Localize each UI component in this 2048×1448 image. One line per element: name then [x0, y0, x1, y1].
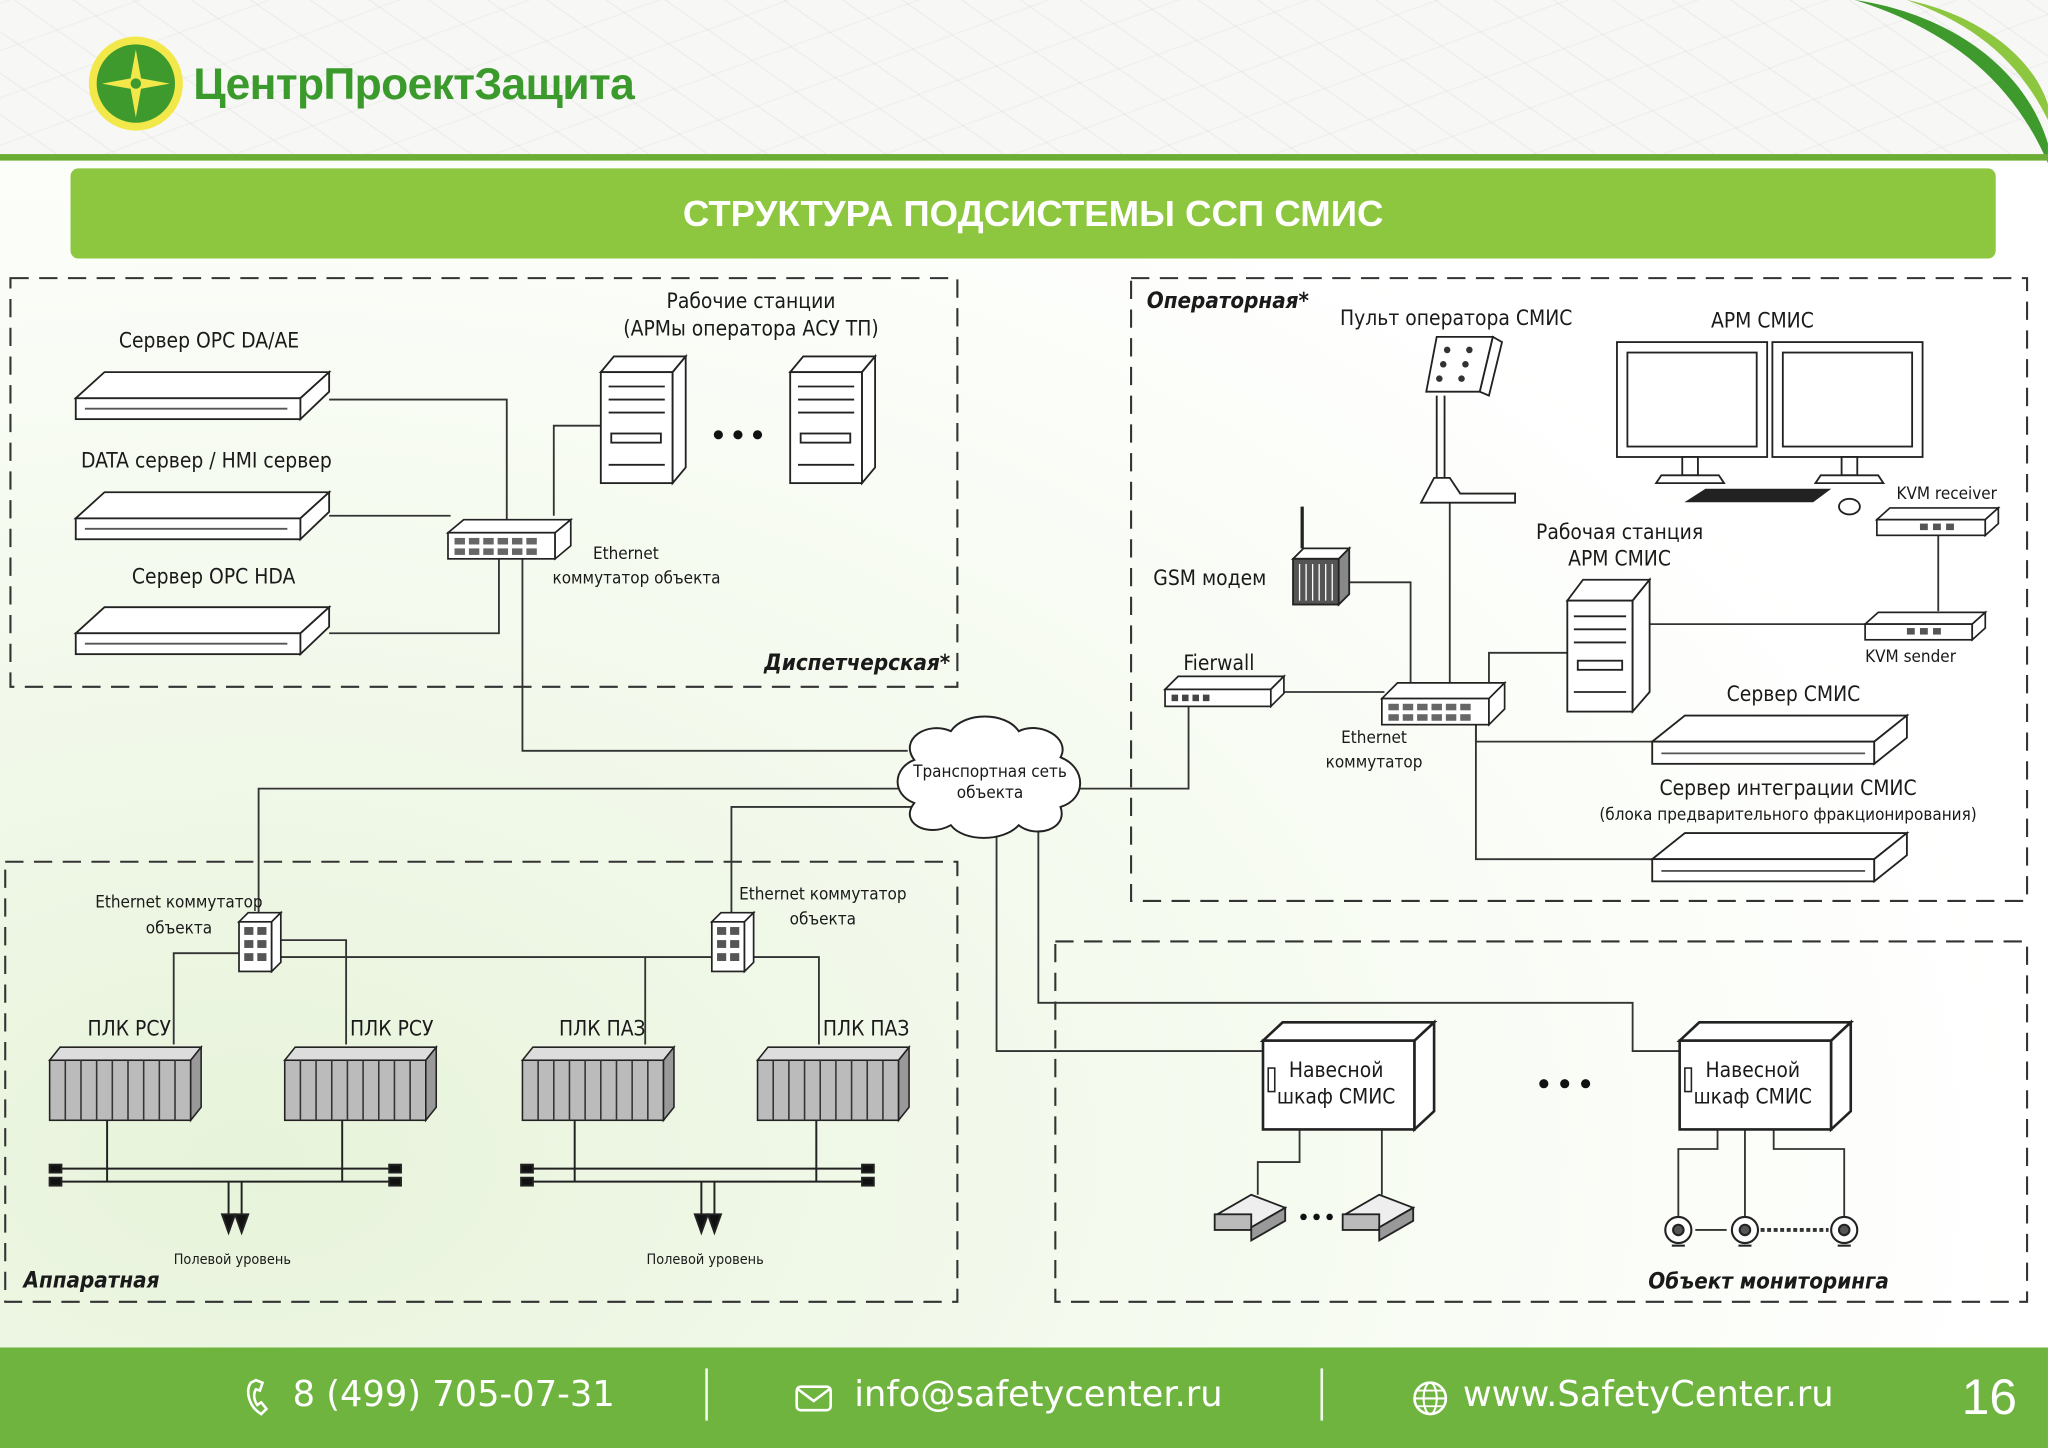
arm-smis-monitors: [1616, 341, 1924, 516]
label-integration-1: Сервер интеграции СМИС: [1660, 776, 1917, 800]
ellipsis-cabinets: [1539, 1079, 1591, 1089]
label-eth-left-2: объекта: [146, 919, 212, 939]
kvm-sender: [1862, 610, 1988, 642]
label-server-smis: Сервер СМИС: [1727, 682, 1861, 706]
ellipsis-sensors: [1300, 1213, 1333, 1221]
sensor-left: [1213, 1193, 1288, 1242]
footer-separator: [1320, 1368, 1324, 1421]
label-field-level-1: Полевой уровень: [174, 1252, 291, 1268]
label-workstations-2: (АРМы оператора АСУ ТП): [623, 317, 878, 341]
header-divider: [0, 154, 2048, 161]
plc-rsu-2: [283, 1044, 438, 1123]
label-eth-mid-1: Ethernet коммутатор: [739, 885, 906, 905]
label-eth-mid-2: объекта: [790, 909, 856, 929]
label-transport-2: объекта: [957, 783, 1023, 803]
sensor-right: [1341, 1193, 1416, 1242]
zone-hardware-label: Аппаратная: [22, 1267, 160, 1293]
detector-1: [1664, 1215, 1693, 1247]
corner-swoosh-decoration: [1854, 0, 2048, 164]
field-bus-left: [48, 1120, 402, 1236]
wall-cabinet-2: [1676, 1019, 1855, 1133]
header-background: [0, 0, 2048, 157]
brand-logo-icon: [88, 36, 183, 131]
operator-console: [1419, 335, 1516, 504]
zone-dispatch-border: [9, 277, 959, 688]
label-gsm-modem: GSM модем: [1153, 566, 1266, 590]
ethernet-switch-object: [445, 517, 574, 561]
integration-server: [1649, 831, 1910, 884]
transport-network-cloud: [896, 715, 1082, 839]
footer-website[interactable]: www.SafetyCenter.ru: [1462, 1374, 1834, 1416]
server-opc-hda: [73, 605, 332, 657]
ethernet-switch-left: [236, 910, 283, 974]
label-firewall: Fierwall: [1183, 651, 1254, 675]
label-plc-2: ПЛК РСУ: [350, 1016, 434, 1040]
zone-dispatch-label: Диспетчерская*: [763, 650, 951, 676]
label-workstation-arm-2: АРМ СМИС: [1568, 546, 1671, 570]
zone-operator-label: Операторная*: [1147, 288, 1310, 314]
wall-cabinet-1: [1259, 1019, 1438, 1133]
firewall-device: [1162, 674, 1286, 709]
email-icon: [795, 1385, 832, 1412]
label-plc-1: ПЛК РСУ: [88, 1016, 172, 1040]
footer-bar: [0, 1347, 2048, 1448]
label-workstations-1: Рабочие станции: [667, 289, 836, 313]
workstation-tower-2: [788, 353, 878, 486]
zone-monitoring-label: Объект мониторинга: [1648, 1269, 1889, 1295]
label-server-opc-hda: Сервер OPC HDA: [132, 565, 296, 589]
zone-operator-border: [1130, 277, 2029, 902]
phone-icon: [247, 1378, 269, 1416]
plc-paz-1: [520, 1044, 676, 1123]
field-bus-right: [520, 1120, 875, 1236]
label-cabinet2-1: Навесной: [1705, 1058, 1800, 1082]
label-server-opc-da: Сервер OPC DA/AE: [119, 328, 299, 352]
label-data-server: DATA сервер / HMI сервер: [81, 448, 332, 472]
label-eth-switch-2: коммутатор: [1326, 753, 1423, 773]
ethernet-switch-middle: [709, 910, 756, 974]
server-opc-da: [73, 370, 332, 422]
page-number: 16: [1961, 1370, 2017, 1426]
globe-icon: [1413, 1381, 1448, 1416]
label-eth-switch-1: Ethernet: [1341, 728, 1407, 748]
brand-name: ЦентрПроектЗащита: [193, 60, 635, 110]
label-kvm-sender: KVM sender: [1865, 647, 1957, 667]
label-transport-1: Транспортная сеть: [912, 762, 1067, 782]
zone-hardware-border: [4, 860, 959, 1303]
data-hmi-server: [73, 490, 332, 542]
ellipsis-workstations: [713, 430, 763, 440]
label-eth-object-1: Ethernet: [593, 544, 659, 564]
connection-lines: [172, 398, 1940, 1232]
kvm-receiver: [1874, 506, 2001, 538]
label-eth-left-1: Ethernet коммутатор: [95, 892, 262, 912]
footer-email[interactable]: info@safetycenter.ru: [854, 1374, 1223, 1416]
gsm-modem: [1290, 506, 1352, 607]
label-cabinet2-2: шкаф СМИС: [1694, 1084, 1813, 1108]
server-smis: [1649, 713, 1910, 766]
detector-2: [1730, 1215, 1760, 1247]
zone-monitoring-border: [1054, 940, 2029, 1303]
label-workstation-arm-1: Рабочая станция: [1536, 520, 1703, 544]
label-field-level-2: Полевой уровень: [647, 1252, 764, 1268]
footer-phone[interactable]: 8 (499) 705-07-31: [292, 1374, 615, 1416]
label-kvm-receiver: KVM receiver: [1896, 484, 1997, 504]
label-cabinet1-2: шкаф СМИС: [1277, 1084, 1396, 1108]
label-integration-2: (блока предварительного фракционирования…: [1599, 805, 1976, 825]
plc-rsu-1: [48, 1044, 203, 1123]
ethernet-switch-operator: [1379, 680, 1507, 727]
footer-separator: [705, 1368, 708, 1421]
label-arm-smis: АРМ СМИС: [1711, 309, 1814, 333]
slide-title: СТРУКТУРА ПОДСИСТЕМЫ ССП СМИС: [682, 193, 1384, 234]
detector-3: [1830, 1215, 1859, 1247]
label-eth-object-2: коммутатор объекта: [552, 569, 720, 589]
workstation-arm-smis: [1565, 577, 1652, 715]
plc-paz-2: [755, 1044, 911, 1123]
title-bar: СТРУКТУРА ПОДСИСТЕМЫ ССП СМИС: [70, 168, 1996, 259]
label-plc-3: ПЛК ПАЗ: [559, 1016, 646, 1040]
label-cabinet1-1: Навесной: [1289, 1058, 1384, 1082]
label-operator-console: Пульт оператора СМИС: [1340, 306, 1572, 330]
label-plc-4: ПЛК ПАЗ: [823, 1016, 910, 1040]
workstation-tower-1: [598, 353, 688, 486]
